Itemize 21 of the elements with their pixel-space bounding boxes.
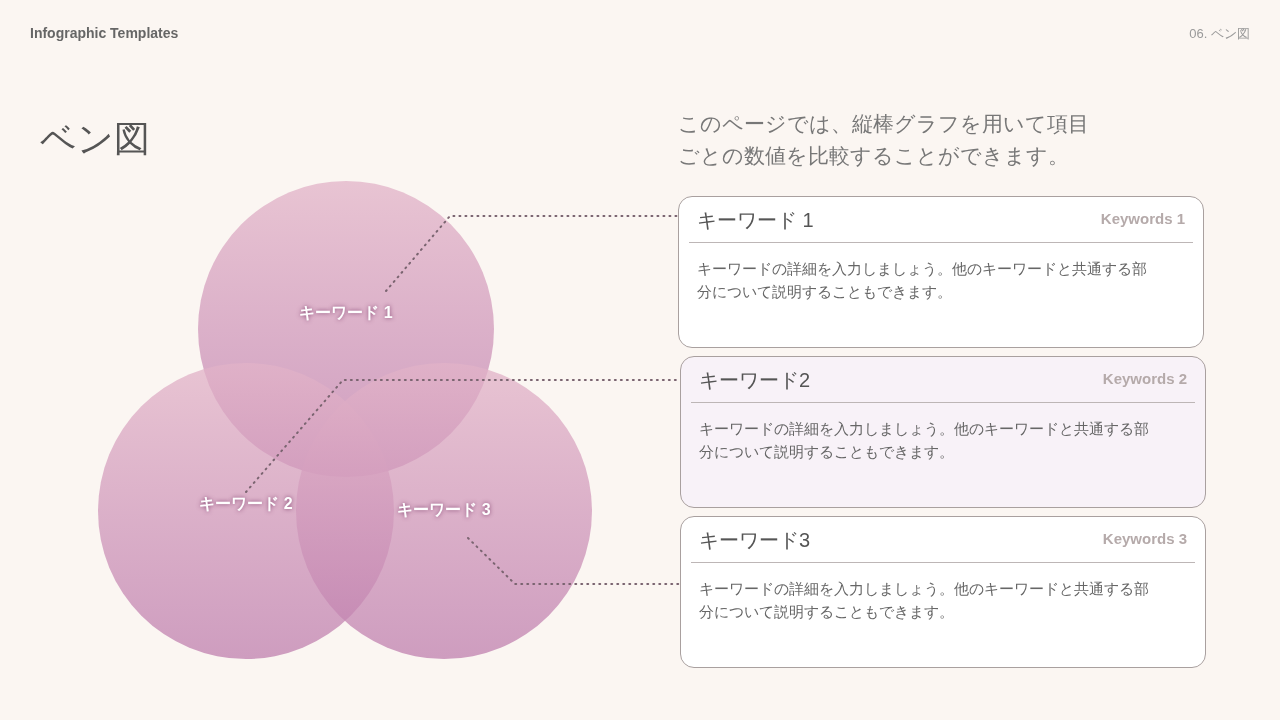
card-subheading: Keywords 1 <box>1100 209 1185 230</box>
card-subheading: Keywords 3 <box>1102 529 1187 550</box>
card-heading: キーワード3 <box>699 527 811 553</box>
card-heading: キーワード2 <box>699 367 811 393</box>
leader-line <box>385 215 679 292</box>
circle-label: キーワード 2 <box>199 494 293 514</box>
circle-label: キーワード 3 <box>397 500 491 520</box>
description: このページでは、縦棒グラフを用いて項目ごとの数値を比較することができます。 <box>678 111 1090 169</box>
card-subheading: Keywords 2 <box>1102 369 1187 390</box>
leader-line <box>467 537 681 585</box>
card-heading: キーワード 1 <box>697 207 814 233</box>
keyword-card <box>678 196 1204 348</box>
circle-label: キーワード 1 <box>299 303 393 323</box>
keyword-card <box>680 516 1206 668</box>
header-text: Infographic Templates <box>30 24 179 43</box>
card-description: キーワードの詳細を入力しましょう。他のキーワードと共通する部分について説明することもできます。 <box>698 419 1150 462</box>
page-number: 06. ベン図 <box>1189 25 1250 43</box>
title: ベン図 <box>40 117 150 161</box>
card-description: キーワードの詳細を入力しましょう。他のキーワードと共通する部分について説明することもできます。 <box>696 259 1148 302</box>
card-description: キーワードの詳細を入力しましょう。他のキーワードと共通する部分について説明することもできます。 <box>698 579 1150 622</box>
keyword-card <box>680 356 1206 508</box>
